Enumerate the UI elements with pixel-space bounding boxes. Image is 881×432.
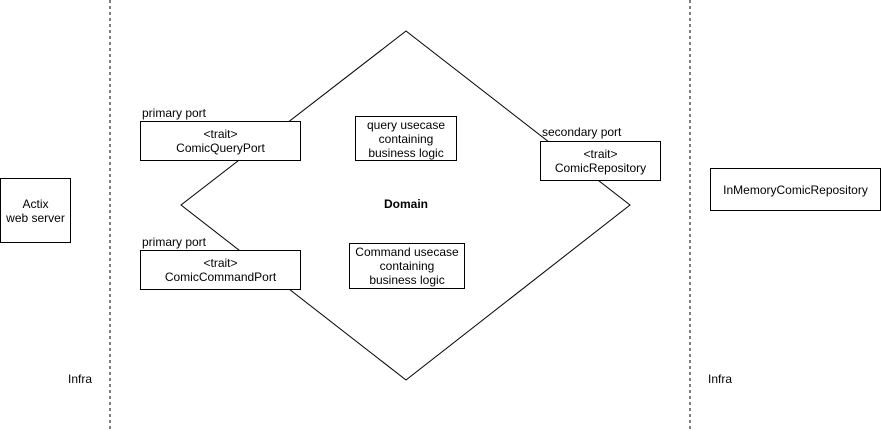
query-port-stereotype: <trait> [203, 127, 238, 141]
command-port-stereotype: <trait> [203, 256, 238, 270]
command-usecase-line-3: business logic [369, 273, 445, 287]
actix-web-server-node[interactable]: Actix web server [0, 178, 71, 243]
query-usecase-line-1: query usecase [366, 117, 446, 132]
command-usecase-line-1: Command usecase [355, 245, 459, 259]
domain-label: Domain [384, 197, 429, 211]
infra-label-right: Infra [708, 372, 733, 386]
in-memory-repo-name: InMemoryComicRepository [723, 182, 868, 197]
actix-line-1: Actix [22, 196, 49, 211]
query-port-name: ComicQueryPort [176, 141, 265, 155]
query-usecase-line-2: containing [378, 131, 434, 146]
command-usecase-line-2: containing [379, 259, 435, 273]
actix-line-2: web server [6, 210, 65, 225]
command-port-name: ComicCommandPort [164, 270, 277, 284]
repository-name: ComicRepository [554, 161, 647, 175]
comic-repository-node[interactable]: <trait> ComicRepository [540, 141, 661, 181]
comic-command-port-node[interactable]: <trait> ComicCommandPort [140, 250, 301, 290]
infra-label-left: Infra [68, 372, 93, 386]
secondary-port-label: secondary port [542, 125, 622, 139]
query-usecase-line-3: business logic [368, 145, 444, 160]
in-memory-comic-repository-node[interactable]: InMemoryComicRepository [710, 168, 881, 211]
repository-stereotype: <trait> [583, 147, 618, 161]
command-usecase-node[interactable]: Command usecase containing business logi… [349, 243, 465, 289]
comic-query-port-node[interactable]: <trait> ComicQueryPort [140, 121, 301, 161]
primary-port-label-command: primary port [142, 235, 207, 249]
primary-port-label-query: primary port [142, 106, 207, 120]
query-usecase-node[interactable]: query usecase containing business logic [355, 116, 457, 161]
